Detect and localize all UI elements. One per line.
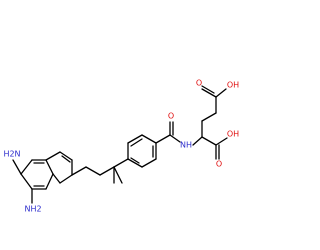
bond: [99, 166, 115, 176]
bond: [192, 136, 203, 146]
bond: [85, 166, 101, 176]
bond: [141, 134, 157, 144]
bond: [127, 158, 143, 168]
bond: [59, 151, 73, 161]
pteridine-ring: [20, 151, 73, 190]
bond: [20, 159, 33, 175]
molecule-structure: H2N NH2 NH O O OH O OH: [3, 79, 239, 214]
bond: [201, 112, 217, 122]
bond: [127, 134, 143, 144]
bond: [45, 159, 54, 175]
bond: [201, 88, 217, 98]
atom-label-nh2-top: H2N: [3, 150, 20, 159]
atom-label-o-bottom: O: [216, 160, 222, 169]
bond: [201, 136, 217, 146]
bond: [12, 159, 22, 175]
atom-label-oh-top: OH: [227, 81, 239, 90]
atom-label-nh2-bottom: NH2: [24, 205, 41, 214]
bond: [130, 138, 143, 147]
bond: [52, 173, 61, 184]
atom-label-o-top: O: [196, 79, 202, 88]
bond: [45, 173, 54, 190]
atom-label-oh-bottom: OH: [227, 130, 239, 139]
bond: [169, 134, 181, 143]
bond: [61, 155, 71, 163]
bond: [201, 85, 215, 94]
bond: [215, 88, 227, 98]
bond: [141, 158, 157, 168]
bond: [113, 158, 129, 168]
bond: [71, 166, 87, 176]
bond: [20, 173, 33, 190]
bond: [130, 157, 140, 164]
benzene-ring: [113, 134, 157, 168]
structure-canvas: H2N NH2 NH O O OH O OH: [3, 79, 239, 214]
bond: [113, 166, 123, 184]
bond: [215, 137, 228, 146]
bond: [59, 174, 73, 184]
bond: [155, 134, 171, 144]
bond: [45, 151, 61, 161]
atom-label-o-amide: O: [168, 112, 174, 121]
atom-label-nh: NH: [180, 141, 192, 150]
